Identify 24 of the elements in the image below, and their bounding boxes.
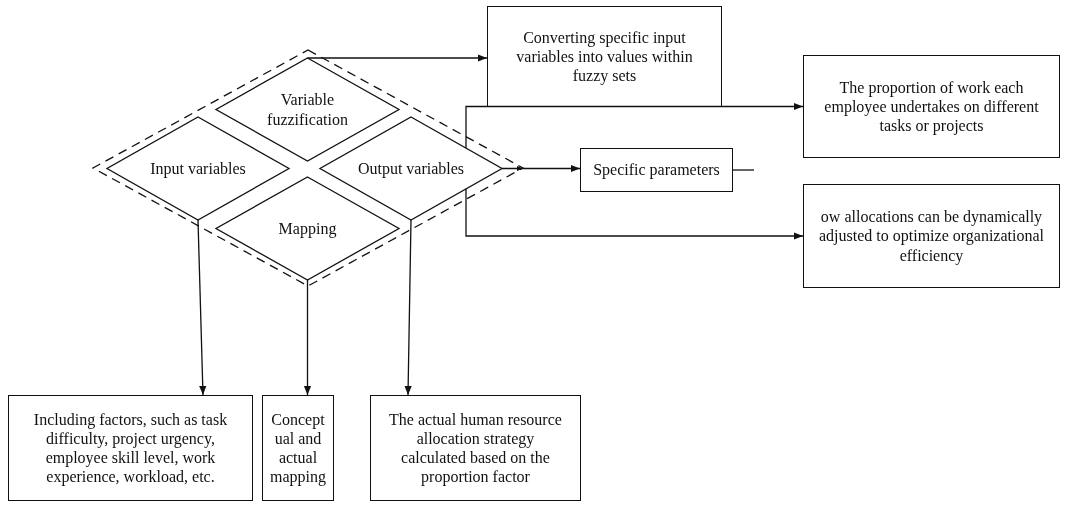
arrow [465,102,804,149]
diamond-label: Variable fuzzification [266,90,349,129]
process-box [262,395,334,501]
box-text: Concept ual and actual mapping [270,409,326,487]
process-box [803,184,1060,288]
box-text: The actual human resource allocation strategy calculated based on the proportion factor [388,409,563,487]
box-text: Including factors, such as task difficulty, project urgency, employee skill level, work experience, workload, etc. [32,409,229,487]
process-box [487,6,722,107]
process-box [8,395,253,501]
diamond-label: Output variables [357,158,465,179]
arrow [404,219,412,396]
box-text: The proportion of work each employee undertakes on different tasks or projects [823,77,1040,136]
process-box [803,55,1060,158]
diamond-label: Input variables [150,158,246,179]
arrow [197,219,207,396]
process-box [580,148,733,192]
diamond-label: Mapping [278,218,337,239]
box-text: ow allocations can be dynamically adjusted to optimize organizational efficiency [818,207,1045,265]
process-box [370,395,581,501]
arrow [465,188,804,240]
arrow [501,165,581,172]
arrow [303,279,312,396]
box-text: Specific parameters [593,160,720,180]
box-text: Converting specific input variables into values within fuzzy sets [515,27,694,86]
